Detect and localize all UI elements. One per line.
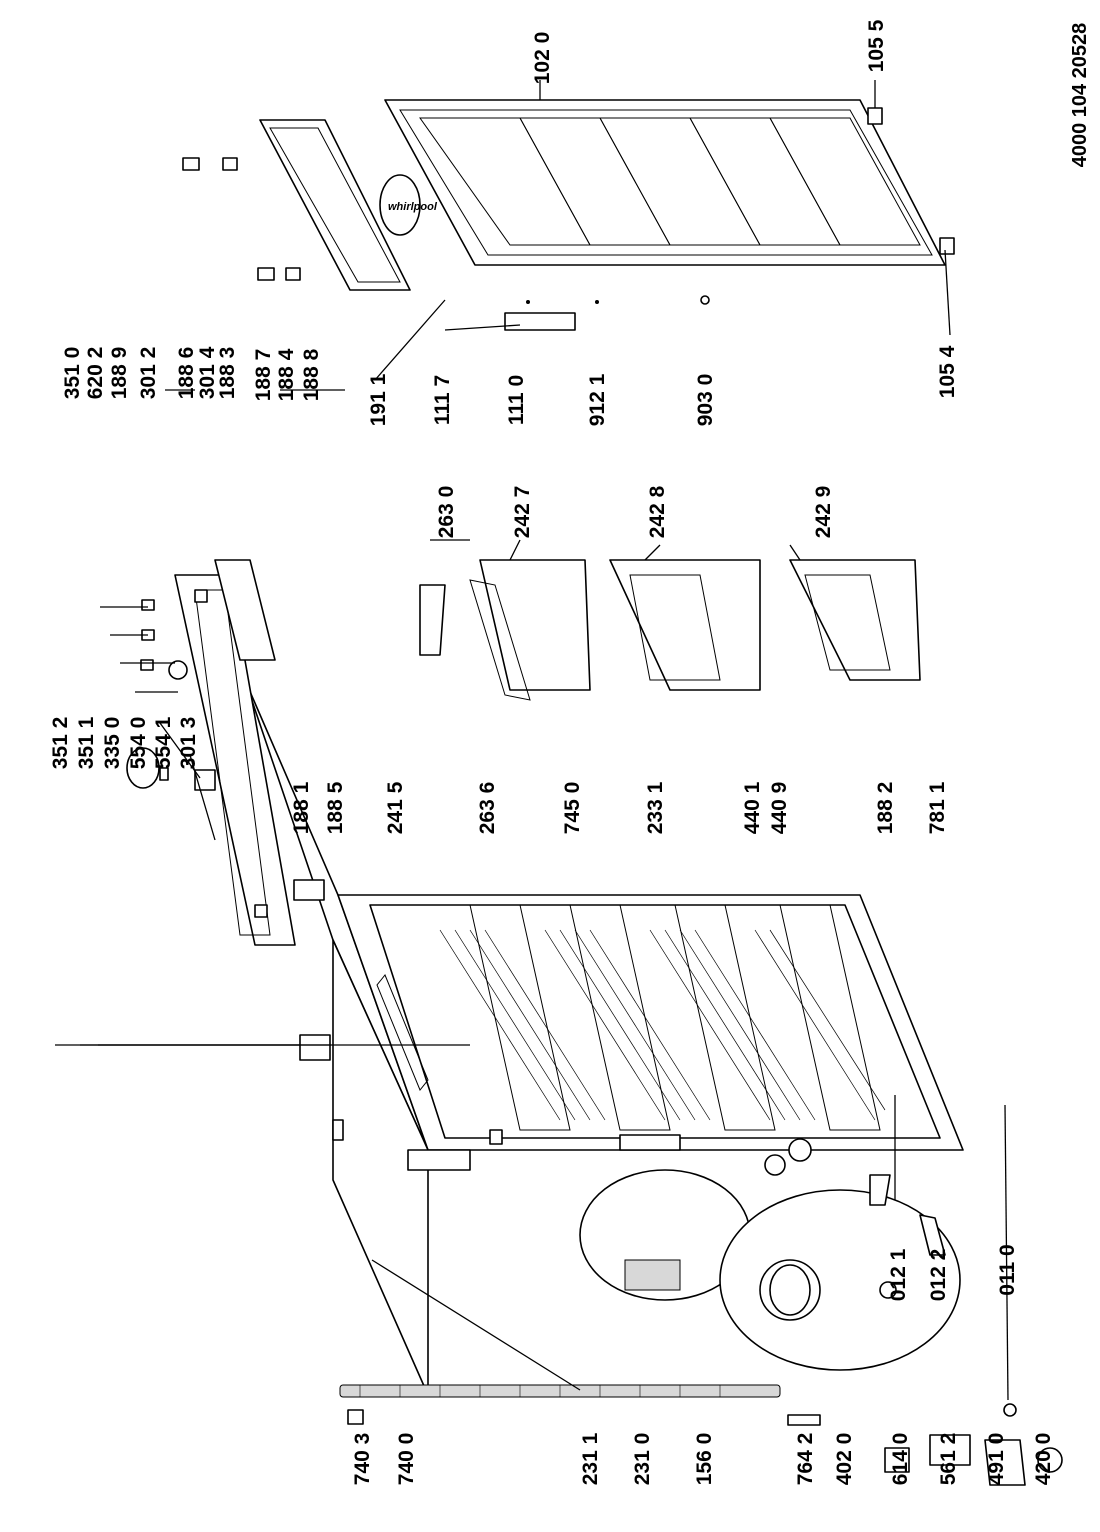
label-242-8: 242 8 [646, 485, 669, 538]
label-351-0: 351 0 [61, 347, 84, 400]
cabinet-body [244, 679, 964, 1398]
label-351-2: 351 2 [49, 717, 72, 770]
label-620-2: 620 2 [84, 347, 107, 400]
machine-compartment-detail [579, 1169, 961, 1371]
small-parts [126, 107, 1063, 1486]
label-440-1: 440 1 [741, 781, 764, 834]
label-242-9: 242 9 [812, 486, 835, 539]
document-number: 4000 104 20528 [1069, 23, 1091, 168]
label-554-1: 554 1 [152, 716, 175, 769]
label-012-2: 012 2 [927, 1249, 950, 1302]
label-241-5: 241 5 [384, 781, 407, 834]
label-105-4: 105 4 [936, 345, 959, 398]
label-233-1: 233 1 [644, 781, 667, 834]
label-740-3: 740 3 [351, 1433, 374, 1486]
label-491-0: 491 0 [985, 1433, 1008, 1486]
label-402-0: 402 0 [833, 1433, 856, 1486]
label-188-4: 188 4 [275, 348, 298, 401]
label-012-1: 012 1 [887, 1248, 910, 1301]
label-231-1: 231 1 [579, 1432, 602, 1485]
label-105-5: 105 5 [865, 19, 888, 72]
freezer-door: whirlpool [379, 99, 946, 266]
label-188-8: 188 8 [300, 348, 323, 401]
label-301-2: 301 2 [137, 347, 160, 400]
label-242-7: 242 7 [511, 486, 534, 539]
label-614-0: 614 0 [889, 1433, 912, 1486]
control-panel [174, 559, 296, 946]
label-745-0: 745 0 [561, 782, 584, 835]
label-188-9: 188 9 [108, 347, 131, 400]
label-231-0: 231 0 [631, 1433, 654, 1486]
label-188-3: 188 3 [216, 347, 239, 400]
label-440-9: 440 9 [768, 782, 791, 835]
drawers [419, 559, 921, 701]
label-335-0: 335 0 [101, 717, 124, 770]
label-263-0: 263 0 [435, 486, 458, 539]
wire-shelves [439, 904, 886, 1131]
label-903-0: 903 0 [694, 374, 717, 427]
leader-lines [55, 80, 1009, 1401]
label-561-2: 561 2 [937, 1433, 960, 1486]
label-011-0: 011 0 [996, 1244, 1019, 1295]
label-111-7: 111 7 [431, 375, 454, 425]
label-156-0: 156 0 [693, 1433, 716, 1486]
label-188-6: 188 6 [175, 347, 198, 400]
label-263-6: 263 6 [476, 782, 499, 835]
label-351-1: 351 1 [75, 716, 98, 769]
label-191-1: 191 1 [367, 373, 390, 426]
label-188-1: 188 1 [290, 781, 313, 834]
label-188-2: 188 2 [874, 782, 897, 835]
part-labels: 102 0 105 5 105 4 111 7 191 1 111 0 912 … [49, 19, 1091, 1485]
label-188-7: 188 7 [252, 349, 275, 402]
label-301-4: 301 4 [196, 346, 219, 399]
label-912-1: 912 1 [586, 373, 609, 426]
label-781-1: 781 1 [926, 781, 949, 834]
label-740-0: 740 0 [395, 1433, 418, 1486]
label-102-0: 102 0 [531, 32, 554, 85]
label-188-5: 188 5 [324, 781, 347, 834]
label-764-2: 764 2 [794, 1433, 817, 1486]
brand-logo-text: whirlpool [388, 201, 438, 213]
door-gasket [259, 119, 411, 291]
label-111-0: 111 0 [505, 375, 528, 425]
label-420-0: 420 0 [1032, 1433, 1055, 1486]
label-301-3: 301 3 [177, 717, 200, 770]
label-554-0: 554 0 [127, 717, 150, 770]
